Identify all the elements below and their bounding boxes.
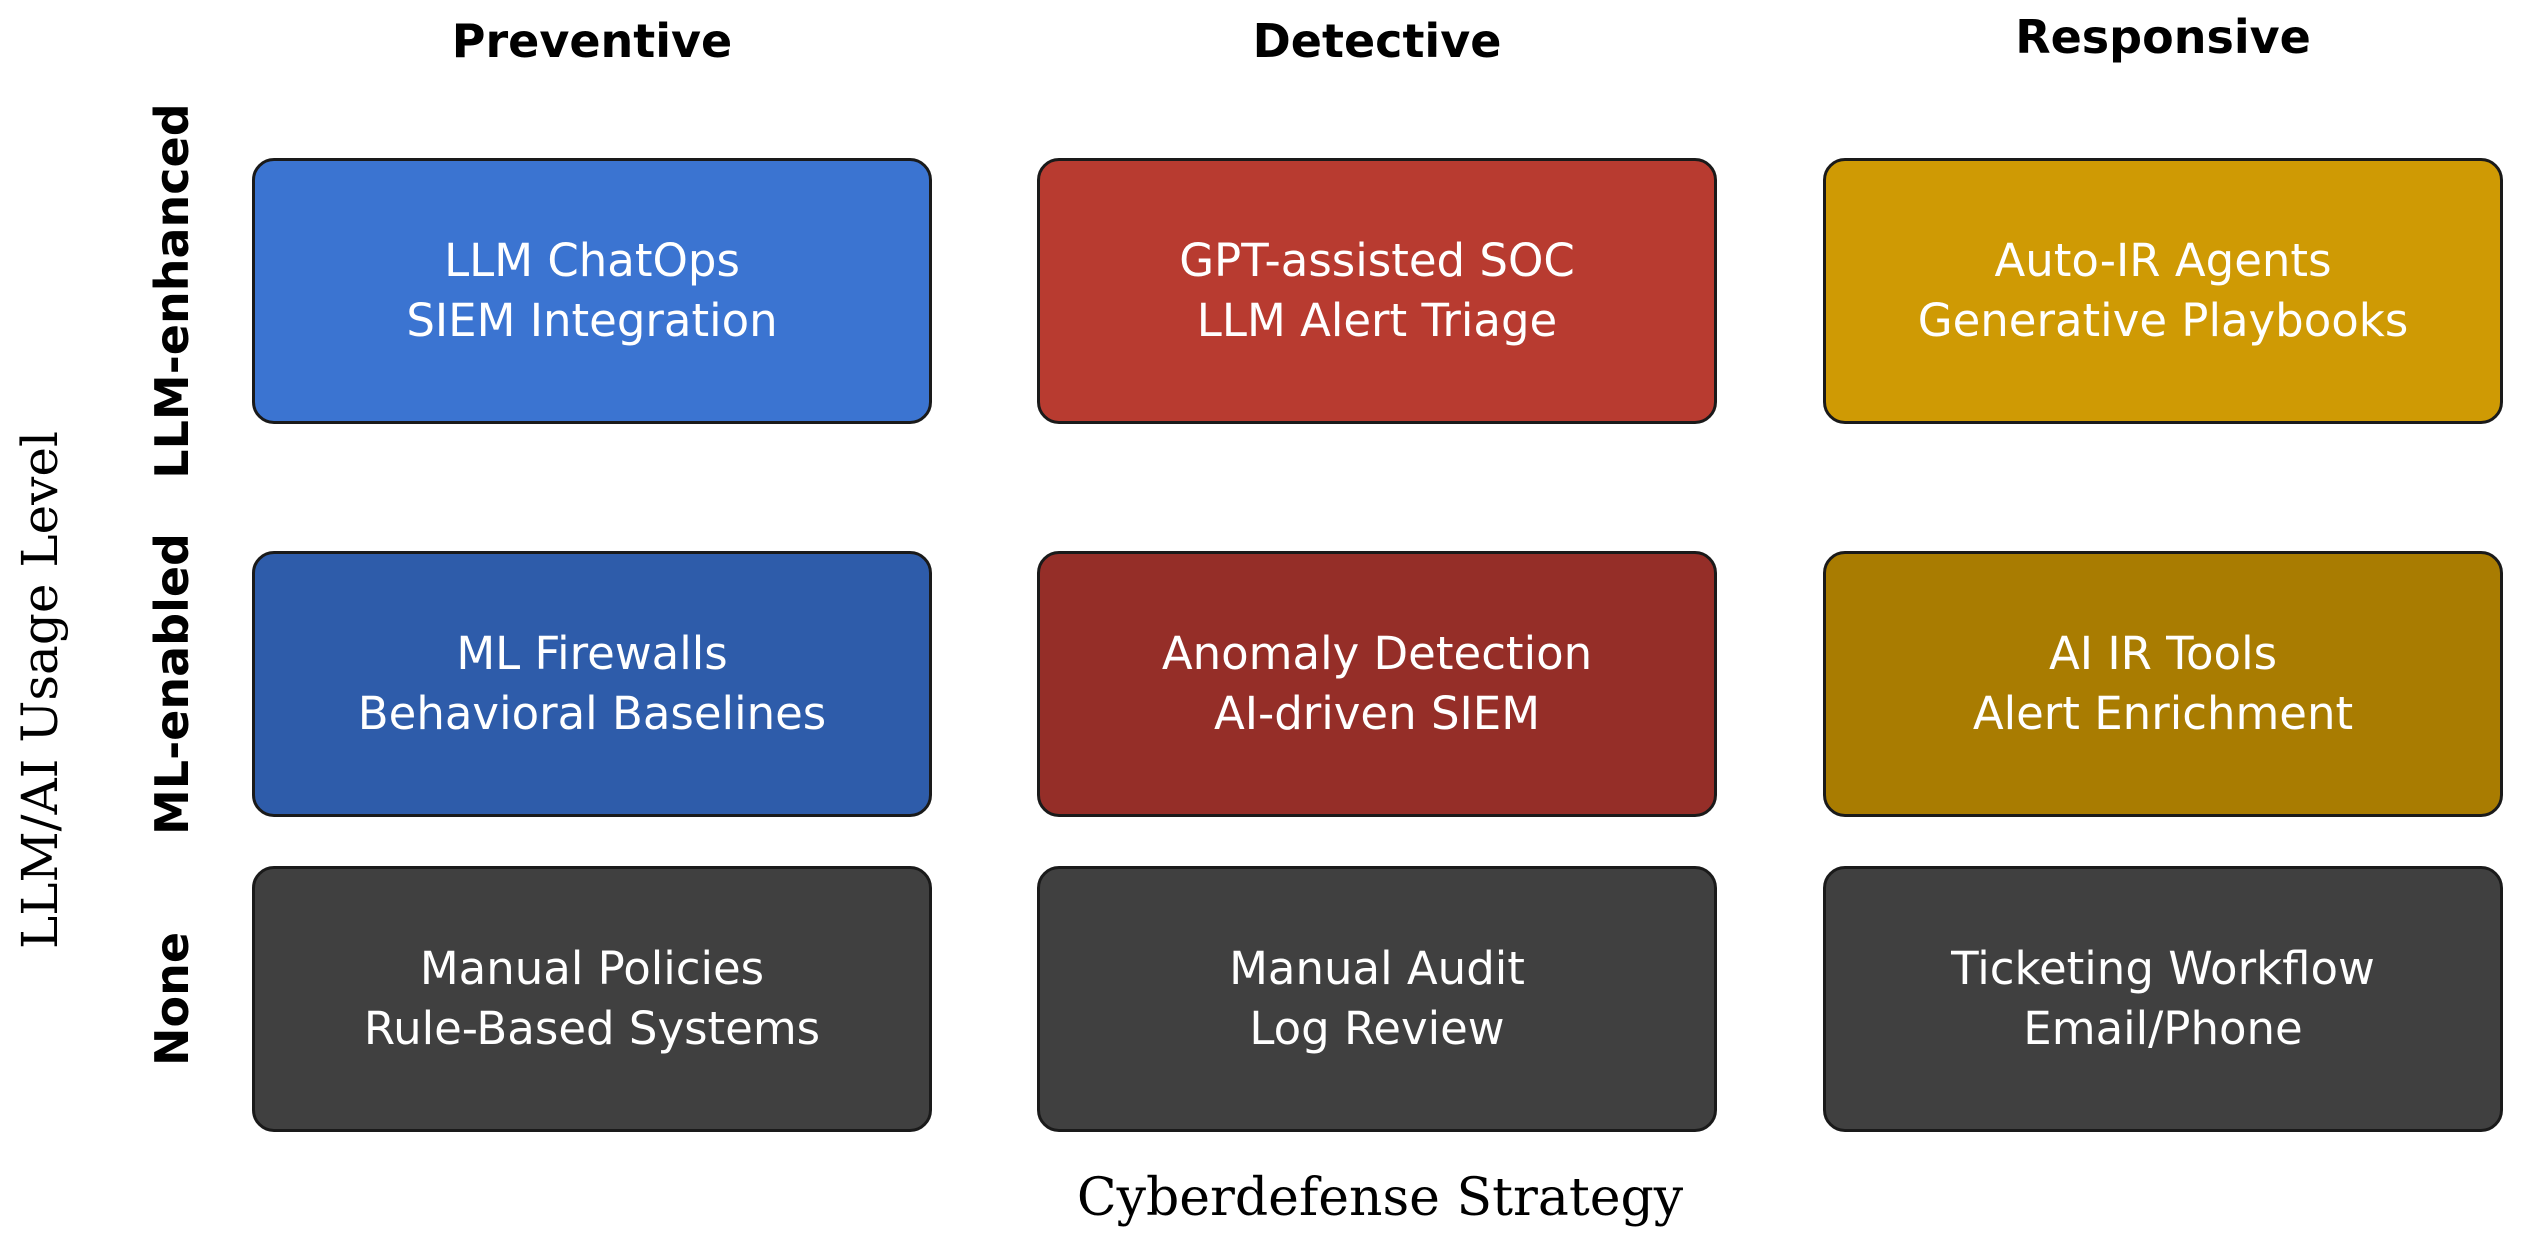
y-axis-title: LLM/AI Usage Level [11, 431, 69, 949]
cell-line-2: Behavioral Baselines [357, 687, 827, 740]
cell-line-2: Rule-Based Systems [363, 1002, 821, 1055]
cell-ml-enabled-responsive: AI IR Tools Alert Enrichment [1823, 551, 2503, 817]
cell-llm-enhanced-responsive: Auto-IR Agents Generative Playbooks [1823, 158, 2503, 424]
cell-line-2: Email/Phone [2023, 1002, 2303, 1055]
cell-none-responsive: Ticketing Workflow Email/Phone [1823, 866, 2503, 1132]
cell-line-1: AI IR Tools [2048, 627, 2278, 680]
cell-ml-enabled-preventive: ML Firewalls Behavioral Baselines [252, 551, 932, 817]
cell-line-2: Log Review [1249, 1002, 1505, 1055]
cell-line-1: Auto-IR Agents [1994, 234, 2332, 287]
cell-llm-enhanced-preventive: LLM ChatOps SIEM Integration [252, 158, 932, 424]
cell-line-1: Manual Audit [1229, 942, 1525, 995]
cell-line-1: LLM ChatOps [444, 234, 740, 287]
cell-line-1: GPT-assisted SOC [1179, 234, 1575, 287]
cell-none-preventive: Manual Policies Rule-Based Systems [252, 866, 932, 1132]
cell-line-1: Manual Policies [419, 942, 765, 995]
column-header-preventive: Preventive [451, 14, 733, 68]
cell-line-2: AI-driven SIEM [1213, 687, 1541, 740]
cell-line-1: Ticketing Workflow [1951, 942, 2375, 995]
cell-line-1: Anomaly Detection [1161, 627, 1593, 680]
cell-line-2: Generative Playbooks [1917, 294, 2409, 347]
x-axis-title: Cyberdefense Strategy [1076, 1168, 1684, 1228]
cell-line-2: SIEM Integration [406, 294, 778, 347]
row-label-none: None [145, 931, 199, 1067]
cell-line-2: LLM Alert Triage [1196, 294, 1558, 347]
row-label-ml-enabled: ML-enabled [145, 533, 199, 835]
cell-line-1: ML Firewalls [456, 627, 728, 680]
cell-line-2: Alert Enrichment [1972, 687, 2354, 740]
row-label-llm-enhanced: LLM-enhanced [145, 103, 199, 479]
cell-none-detective: Manual Audit Log Review [1037, 866, 1717, 1132]
column-header-responsive: Responsive [2015, 10, 2311, 64]
cell-llm-enhanced-detective: GPT-assisted SOC LLM Alert Triage [1037, 158, 1717, 424]
cell-ml-enabled-detective: Anomaly Detection AI-driven SIEM [1037, 551, 1717, 817]
column-header-detective: Detective [1252, 14, 1502, 68]
